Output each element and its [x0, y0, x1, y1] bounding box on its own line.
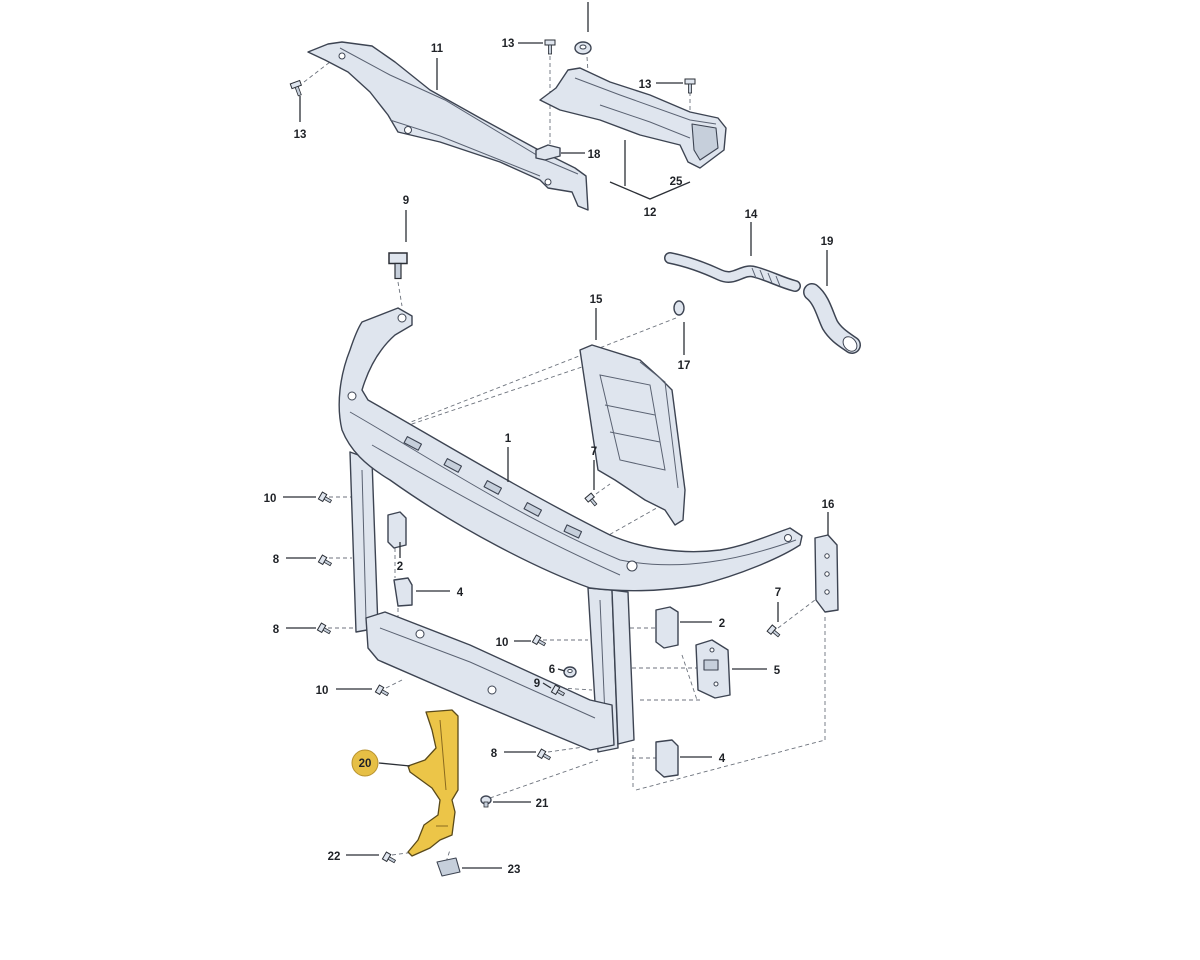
part-20-highlighted-bracket [407, 709, 459, 857]
callout-16: 16 [822, 499, 835, 511]
callout-8-c: 8 [491, 748, 498, 760]
part-2-bracket-right [655, 606, 679, 649]
callout-8-b: 8 [273, 624, 280, 636]
part-6-nut [563, 666, 577, 678]
callout-17: 17 [678, 360, 691, 372]
bolt-9-top [388, 252, 408, 280]
part-17-clip [673, 300, 685, 316]
callout-21: 21 [536, 798, 549, 810]
callout-9-a: 9 [403, 195, 409, 207]
callout-2-a: 2 [397, 561, 403, 573]
bolt-13-right [684, 78, 696, 94]
callout-4-a: 4 [457, 587, 464, 599]
bolt-8-c [536, 748, 552, 761]
bolts [289, 39, 781, 864]
callout-13-b: 13 [294, 129, 307, 141]
part-2-bracket-left [387, 511, 407, 549]
part-20-shape [407, 709, 459, 857]
part-15-panel [579, 344, 686, 526]
part-16-side-bracket [814, 534, 839, 613]
callout-labels: 11 13 13 13 18 25 12 9 14 19 15 17 1 7 1… [264, 38, 835, 876]
part-11-upper-bracket [307, 41, 589, 211]
bolt-7-panel [584, 492, 598, 507]
callout-1: 1 [505, 433, 512, 445]
callout-7-a: 7 [591, 446, 597, 458]
bolt-13-left [289, 79, 303, 97]
bolt-8-a [317, 554, 333, 567]
part-18-bracket [535, 144, 561, 161]
bolt-13-top [544, 39, 556, 55]
bolt-10-upper [317, 491, 333, 504]
callout-9-b: 9 [534, 678, 540, 690]
part-14-hose [664, 252, 801, 292]
callout-13-a: 13 [502, 38, 515, 50]
callout-10-b: 10 [496, 637, 509, 649]
part-19-curved-hose [803, 283, 861, 354]
part-4-bracket-left [393, 577, 413, 607]
leader-lines [283, 2, 829, 869]
callout-5: 5 [774, 665, 781, 677]
bolt-10-lower [374, 684, 390, 697]
callout-11: 11 [431, 43, 444, 55]
callout-12: 12 [644, 207, 657, 219]
callout-22: 22 [328, 851, 341, 863]
part-5-plate [695, 639, 731, 699]
callout-18: 18 [588, 149, 601, 161]
part-21-clip [480, 795, 492, 808]
bolt-9-mid [550, 684, 566, 697]
callout-15: 15 [590, 294, 603, 306]
bolt-10-mid [531, 634, 547, 647]
callout-19: 19 [821, 236, 834, 248]
bolt-22 [381, 851, 397, 864]
part-4-bracket-right [655, 739, 679, 778]
part-1-front-frame [338, 307, 803, 753]
callout-25: 25 [670, 176, 683, 188]
bolt-8-b [316, 622, 332, 635]
callout-4-b: 4 [719, 753, 726, 765]
callout-23: 23 [508, 864, 521, 876]
part-23-pad [436, 857, 461, 877]
nut-top [574, 41, 592, 55]
callout-10-c: 10 [316, 685, 329, 697]
callout-10-a: 10 [264, 493, 277, 505]
part-12-air-duct [539, 67, 727, 169]
callout-14: 14 [745, 209, 758, 221]
callout-6: 6 [549, 664, 555, 676]
bolt-7-right [766, 624, 781, 638]
callout-8-a: 8 [273, 554, 280, 566]
callout-13-c: 13 [639, 79, 652, 91]
callout-2-b: 2 [719, 618, 725, 630]
callout-20: 20 [359, 758, 372, 770]
callout-20-badge [351, 749, 379, 777]
callout-7-b: 7 [775, 587, 781, 599]
